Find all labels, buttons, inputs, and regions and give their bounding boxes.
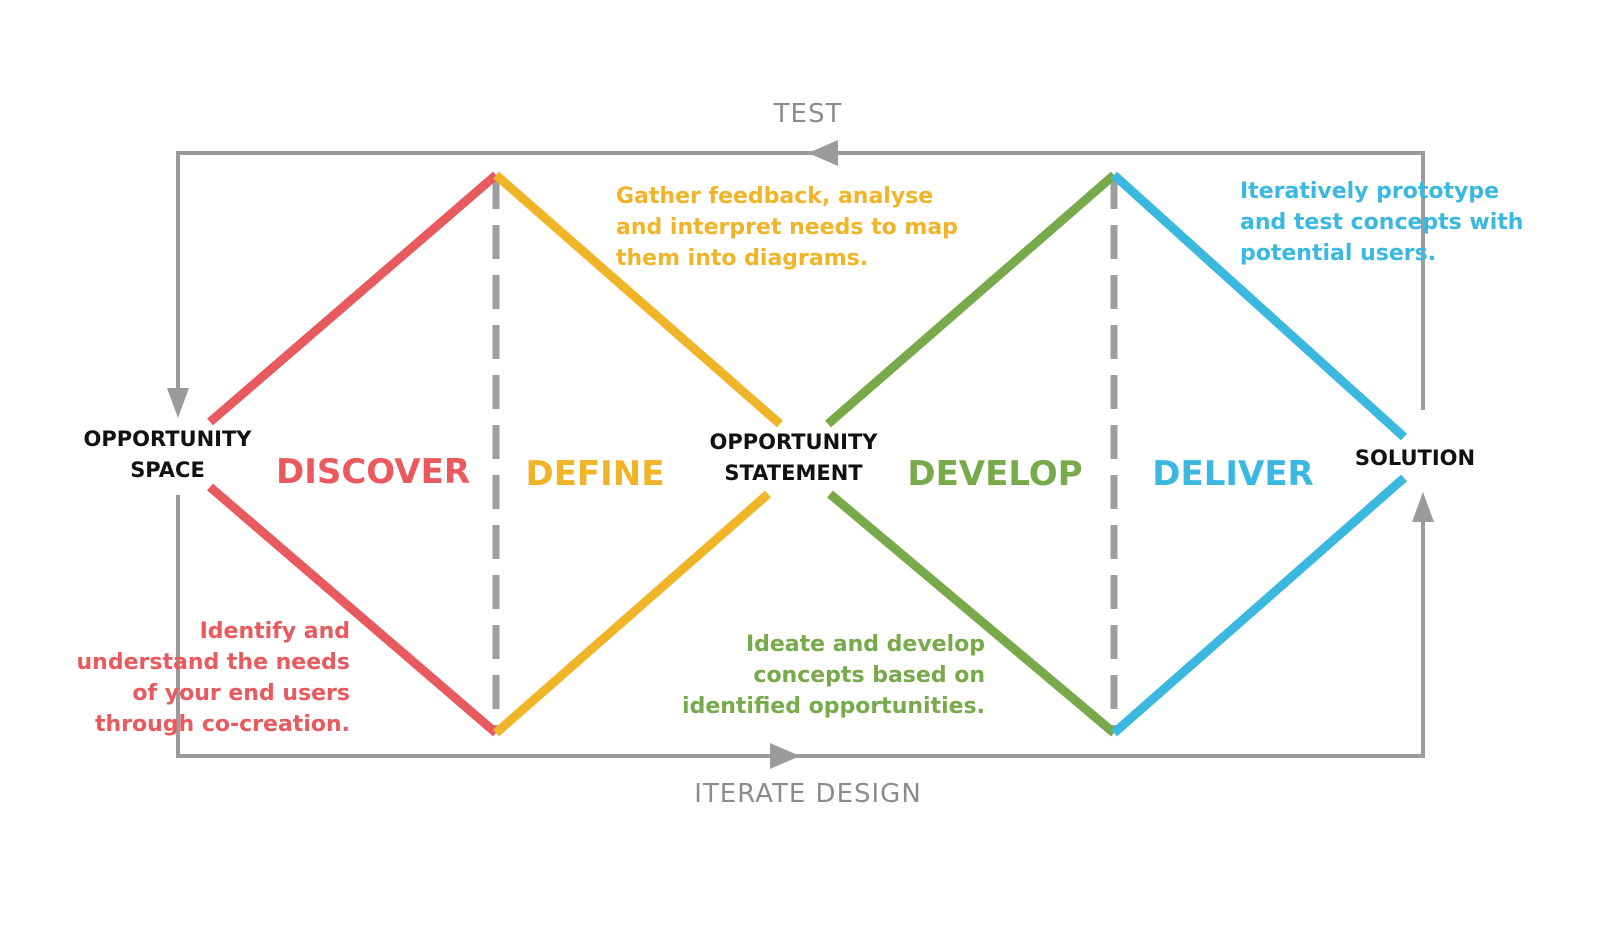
- deliver-description-line-3: potential users.: [1240, 241, 1437, 266]
- phase-deliver: DELIVER: [1152, 454, 1314, 494]
- phase-define: DEFINE: [525, 454, 665, 494]
- opportunity-statement-line-2: STATEMENT: [724, 461, 863, 485]
- define-description-line-3: them into diagrams.: [616, 246, 869, 271]
- develop-description: Ideate and develop concepts based on ide…: [630, 629, 985, 722]
- discover-edge-bottom: [207, 483, 499, 737]
- discover-description-line-3: of your end users: [132, 681, 350, 706]
- opportunity-statement-label: OPPORTUNITY STATEMENT: [686, 427, 901, 489]
- define-description-line-2: and interpret needs to map: [616, 215, 958, 240]
- discover-edge-top: [207, 171, 499, 426]
- solution-line-1: SOLUTION: [1354, 446, 1476, 470]
- iterate-loop-arrow-right-icon: [770, 743, 800, 769]
- define-edge-top: [493, 171, 783, 428]
- iterate-loop-arrow-up-icon: [1412, 492, 1434, 522]
- deliver-description-line-2: and test concepts with: [1240, 210, 1524, 235]
- test-loop-arrow-down-icon: [167, 388, 189, 418]
- opportunity-space-line-2: SPACE: [130, 458, 205, 482]
- develop-edge-bottom: [827, 490, 1117, 737]
- discover-description-line-1: Identify and: [199, 619, 350, 644]
- opportunity-space-label: OPPORTUNITY SPACE: [60, 424, 275, 486]
- test-loop-arrow-left-icon: [808, 140, 838, 166]
- phase-discover: DISCOVER: [275, 452, 471, 492]
- define-description: Gather feedback, analyse and interpret n…: [616, 181, 1006, 274]
- deliver-edge-bottom: [1111, 474, 1407, 737]
- discover-description: Identify and understand the needs of you…: [30, 616, 350, 740]
- develop-description-line-2: concepts based on: [753, 663, 985, 688]
- iterate-design-label: ITERATE DESIGN: [694, 779, 922, 809]
- discover-description-line-2: understand the needs: [76, 650, 350, 675]
- develop-edge-top: [825, 171, 1117, 428]
- test-loop-line: [176, 151, 1425, 410]
- iterate-loop-line: [176, 495, 1425, 758]
- define-description-line-1: Gather feedback, analyse: [616, 184, 934, 209]
- deliver-description-line-1: Iteratively prototype: [1240, 179, 1500, 204]
- deliver-description: Iteratively prototype and test concepts …: [1240, 176, 1580, 269]
- define-edge-bottom: [493, 490, 771, 737]
- develop-description-line-1: Ideate and develop: [745, 632, 985, 657]
- solution-label: SOLUTION: [1335, 443, 1495, 474]
- discover-description-line-4: through co-creation.: [94, 712, 350, 737]
- opportunity-statement-line-1: OPPORTUNITY: [709, 430, 878, 454]
- deliver-edge-top: [1110, 171, 1408, 441]
- opportunity-space-line-1: OPPORTUNITY: [83, 427, 252, 451]
- test-label: TEST: [773, 99, 843, 129]
- phase-develop: DEVELOP: [907, 454, 1083, 494]
- develop-description-line-3: identified opportunities.: [682, 694, 985, 719]
